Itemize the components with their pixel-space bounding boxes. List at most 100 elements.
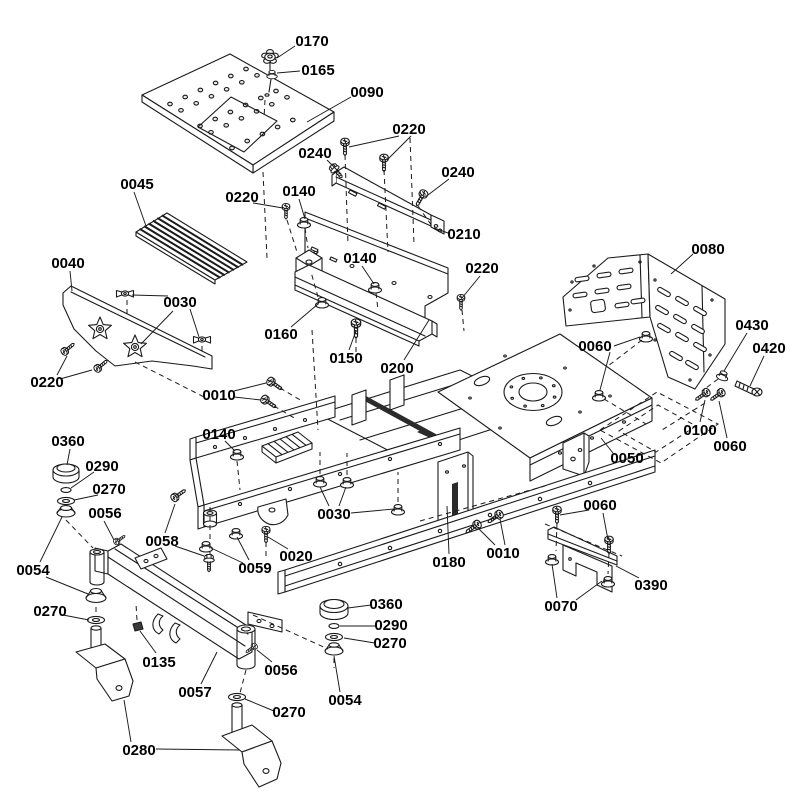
cover-hole <box>273 88 279 94</box>
screw-0220-d <box>456 293 466 311</box>
cover-hole <box>284 94 290 100</box>
nut-0030-c <box>390 504 406 516</box>
leader-line <box>718 400 728 439</box>
bolt-0420 <box>734 380 763 397</box>
part-bracket-0040 <box>62 285 213 370</box>
leader-line <box>433 227 449 234</box>
cover-hole <box>223 122 230 128</box>
diagram-linework <box>52 49 763 788</box>
part-label-0058: 0058 <box>145 533 178 550</box>
part-label-0270: 0270 <box>92 481 125 498</box>
part-label-0240: 0240 <box>441 164 474 181</box>
leader-line <box>559 509 590 516</box>
cover-hole <box>178 107 184 113</box>
part-label-0220: 0220 <box>392 121 425 138</box>
assembly-axes <box>65 99 719 694</box>
cover-hole <box>289 117 296 123</box>
leader-line <box>575 580 603 601</box>
part-label-0090: 0090 <box>350 84 383 101</box>
part-label-0290: 0290 <box>85 458 118 475</box>
part-label-0165: 0165 <box>301 62 334 79</box>
screw-0010-b <box>258 393 279 412</box>
leader-line <box>319 486 330 507</box>
cover-hole <box>212 116 219 122</box>
leader-line <box>551 563 558 599</box>
bolt-0058-b <box>203 554 215 573</box>
part-label-0140: 0140 <box>343 250 376 267</box>
cover-hole <box>197 87 204 93</box>
cover-hole <box>208 93 215 99</box>
part-label-0020: 0020 <box>279 548 312 565</box>
nut-0059-b <box>198 541 214 553</box>
part-label-0060: 0060 <box>578 338 611 355</box>
leader-line <box>361 265 375 285</box>
leader-line <box>133 191 147 227</box>
leader-line <box>602 512 609 541</box>
part-label-0060: 0060 <box>583 497 616 514</box>
leader-line <box>723 332 748 372</box>
leader-line <box>233 396 262 401</box>
leader-line <box>343 637 376 644</box>
screw-0150 <box>350 318 362 339</box>
leader-line <box>123 699 132 743</box>
part-pad-0045 <box>135 212 248 285</box>
leader-line <box>236 536 250 561</box>
part-label-0430: 0430 <box>735 317 768 334</box>
part-label-0135: 0135 <box>142 654 175 671</box>
nut-0165 <box>266 70 278 80</box>
leader-line <box>244 698 275 712</box>
part-label-0240: 0240 <box>298 145 331 162</box>
leader-line <box>200 651 218 685</box>
leader-line <box>749 355 765 387</box>
screw-0060-right <box>707 386 727 404</box>
leader-line <box>461 275 481 299</box>
part-label-0100: 0100 <box>683 422 716 439</box>
stud-tip <box>264 93 270 97</box>
stack-left <box>52 463 80 518</box>
stack-right <box>319 598 349 656</box>
leader-line <box>56 355 68 376</box>
leader-line <box>62 614 90 621</box>
leader-line <box>600 437 614 454</box>
leader-line <box>155 748 241 751</box>
part-label-0160: 0160 <box>264 326 297 343</box>
leader-line <box>70 471 95 489</box>
part-label-0180: 0180 <box>432 554 465 571</box>
leader-line <box>348 135 400 148</box>
part-label-0220: 0220 <box>225 189 258 206</box>
part-label-0360: 0360 <box>51 433 84 450</box>
part-label-0030: 0030 <box>163 294 196 311</box>
screw-0220-c <box>281 202 291 220</box>
part-label-0210: 0210 <box>447 226 480 243</box>
leader-line <box>499 518 506 546</box>
leader-lines <box>39 45 765 751</box>
leader-line <box>164 503 176 534</box>
cover-hole <box>257 95 264 101</box>
cover-hole <box>244 138 251 144</box>
leader-line <box>224 440 236 452</box>
part-label-0030: 0030 <box>317 506 350 523</box>
part-label-0050: 0050 <box>610 450 643 467</box>
leader-line <box>427 178 450 196</box>
leader-line <box>386 135 412 161</box>
leader-line <box>615 565 640 579</box>
leader-line <box>103 520 115 541</box>
nut-0140-c <box>229 449 245 461</box>
leader-line <box>326 159 342 175</box>
leader-line <box>478 528 496 546</box>
screw-0056-a <box>112 532 128 547</box>
wingnut-0030-b <box>192 335 212 344</box>
cover-hole <box>227 73 234 79</box>
leader-line <box>69 270 73 292</box>
part-label-0060: 0060 <box>713 438 746 455</box>
screw-0220-e <box>59 340 77 358</box>
part-frame-0050 <box>189 333 656 595</box>
part-label-0045: 0045 <box>120 176 153 193</box>
leader-line <box>73 494 99 501</box>
leader-line <box>403 319 430 361</box>
part-label-0270: 0270 <box>373 635 406 652</box>
leader-line <box>276 70 301 74</box>
nut-0430 <box>715 368 731 383</box>
part-label-0054: 0054 <box>328 692 362 709</box>
